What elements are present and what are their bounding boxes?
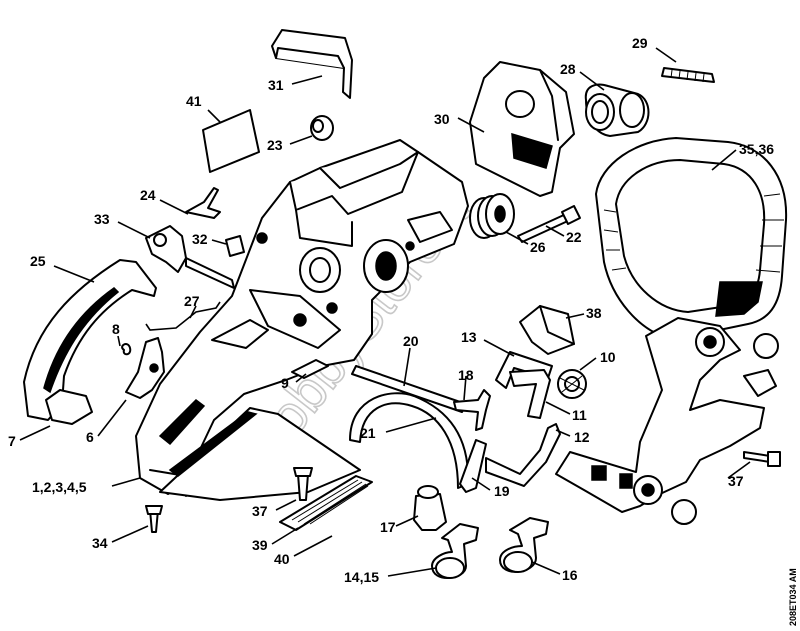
part-20-tube [351, 365, 467, 413]
part-37-screw-front [293, 467, 313, 501]
part-33-throttle-assembly [145, 225, 235, 289]
part-8-spring [121, 343, 132, 356]
callout-16: 16 [562, 567, 578, 583]
callout-21: 21 [360, 425, 376, 441]
callout-11: 11 [572, 407, 587, 423]
callout-23: 23 [267, 137, 283, 153]
part-18-fitting [453, 389, 491, 431]
callout-37-rear: 37 [728, 473, 744, 489]
callout-10: 10 [600, 349, 616, 365]
part-38-cap [519, 305, 575, 355]
part-32-clip [225, 235, 245, 257]
callout-39: 39 [252, 537, 268, 553]
callout-22: 22 [566, 229, 582, 245]
part-30-baffle [469, 61, 575, 197]
callout-41: 41 [186, 93, 202, 109]
part-22-screw [517, 205, 581, 243]
callout-25: 25 [30, 253, 46, 269]
part-29-pin [661, 67, 715, 83]
callout-14-15: 14,15 [344, 569, 379, 585]
document-code: 208ET034 AM [788, 568, 798, 626]
part-6-lever [125, 337, 165, 399]
part-23-grommet [310, 115, 334, 141]
callout-38: 38 [586, 305, 602, 321]
leader-lines [19, 47, 751, 577]
callout-34: 34 [92, 535, 108, 551]
part-35-36-rear-handle [595, 137, 788, 339]
part-24-spring-clip [185, 187, 221, 219]
callout-20: 20 [403, 333, 419, 349]
part-12-hose [485, 423, 561, 487]
part-14-15-clamp [431, 523, 479, 580]
part-26-spring [469, 193, 515, 239]
callout-7: 7 [8, 433, 16, 449]
callout-18: 18 [458, 367, 474, 383]
part-19-hose [459, 439, 487, 493]
callout-19: 19 [494, 483, 510, 499]
part-7-trigger [45, 389, 93, 425]
part-37-screw-rear [743, 451, 781, 467]
part-10-primer [557, 369, 587, 399]
callout-13: 13 [461, 329, 477, 345]
callout-40: 40 [274, 551, 290, 567]
part-28-intake-boot [584, 83, 650, 137]
callout-8: 8 [112, 321, 120, 337]
callout-9: 9 [281, 375, 289, 391]
callout-12: 12 [574, 429, 590, 445]
callout-32: 32 [192, 231, 208, 247]
callout-31: 31 [268, 77, 284, 93]
callout-27: 27 [184, 293, 200, 309]
callout-6: 6 [86, 429, 94, 445]
callout-labels: 29 28 31 41 23 30 35,36 24 33 32 22 26 2… [8, 35, 774, 585]
callout-30: 30 [434, 111, 450, 127]
callout-17: 17 [380, 519, 396, 535]
callout-26: 26 [530, 239, 546, 255]
callout-33: 33 [94, 211, 110, 227]
part-16-clamp [499, 517, 549, 573]
part-11-hose [509, 369, 551, 419]
part-39-40-plate [279, 475, 373, 531]
callout-1-2-3-4-5: 1,2,3,4,5 [32, 479, 87, 495]
part-17-filter [413, 485, 447, 531]
callout-35-36: 35,36 [739, 141, 774, 157]
callout-28: 28 [560, 61, 576, 77]
part-27-rod [145, 301, 221, 331]
callout-37-front: 37 [252, 503, 268, 519]
part-31-cover [271, 29, 353, 99]
part-34-screw [145, 505, 163, 533]
callout-29: 29 [632, 35, 648, 51]
callout-24: 24 [140, 187, 156, 203]
part-41-label [202, 109, 260, 173]
part-9-line [291, 359, 329, 379]
part-25-hand-guard [23, 259, 157, 421]
rear-handle-base [555, 317, 779, 525]
